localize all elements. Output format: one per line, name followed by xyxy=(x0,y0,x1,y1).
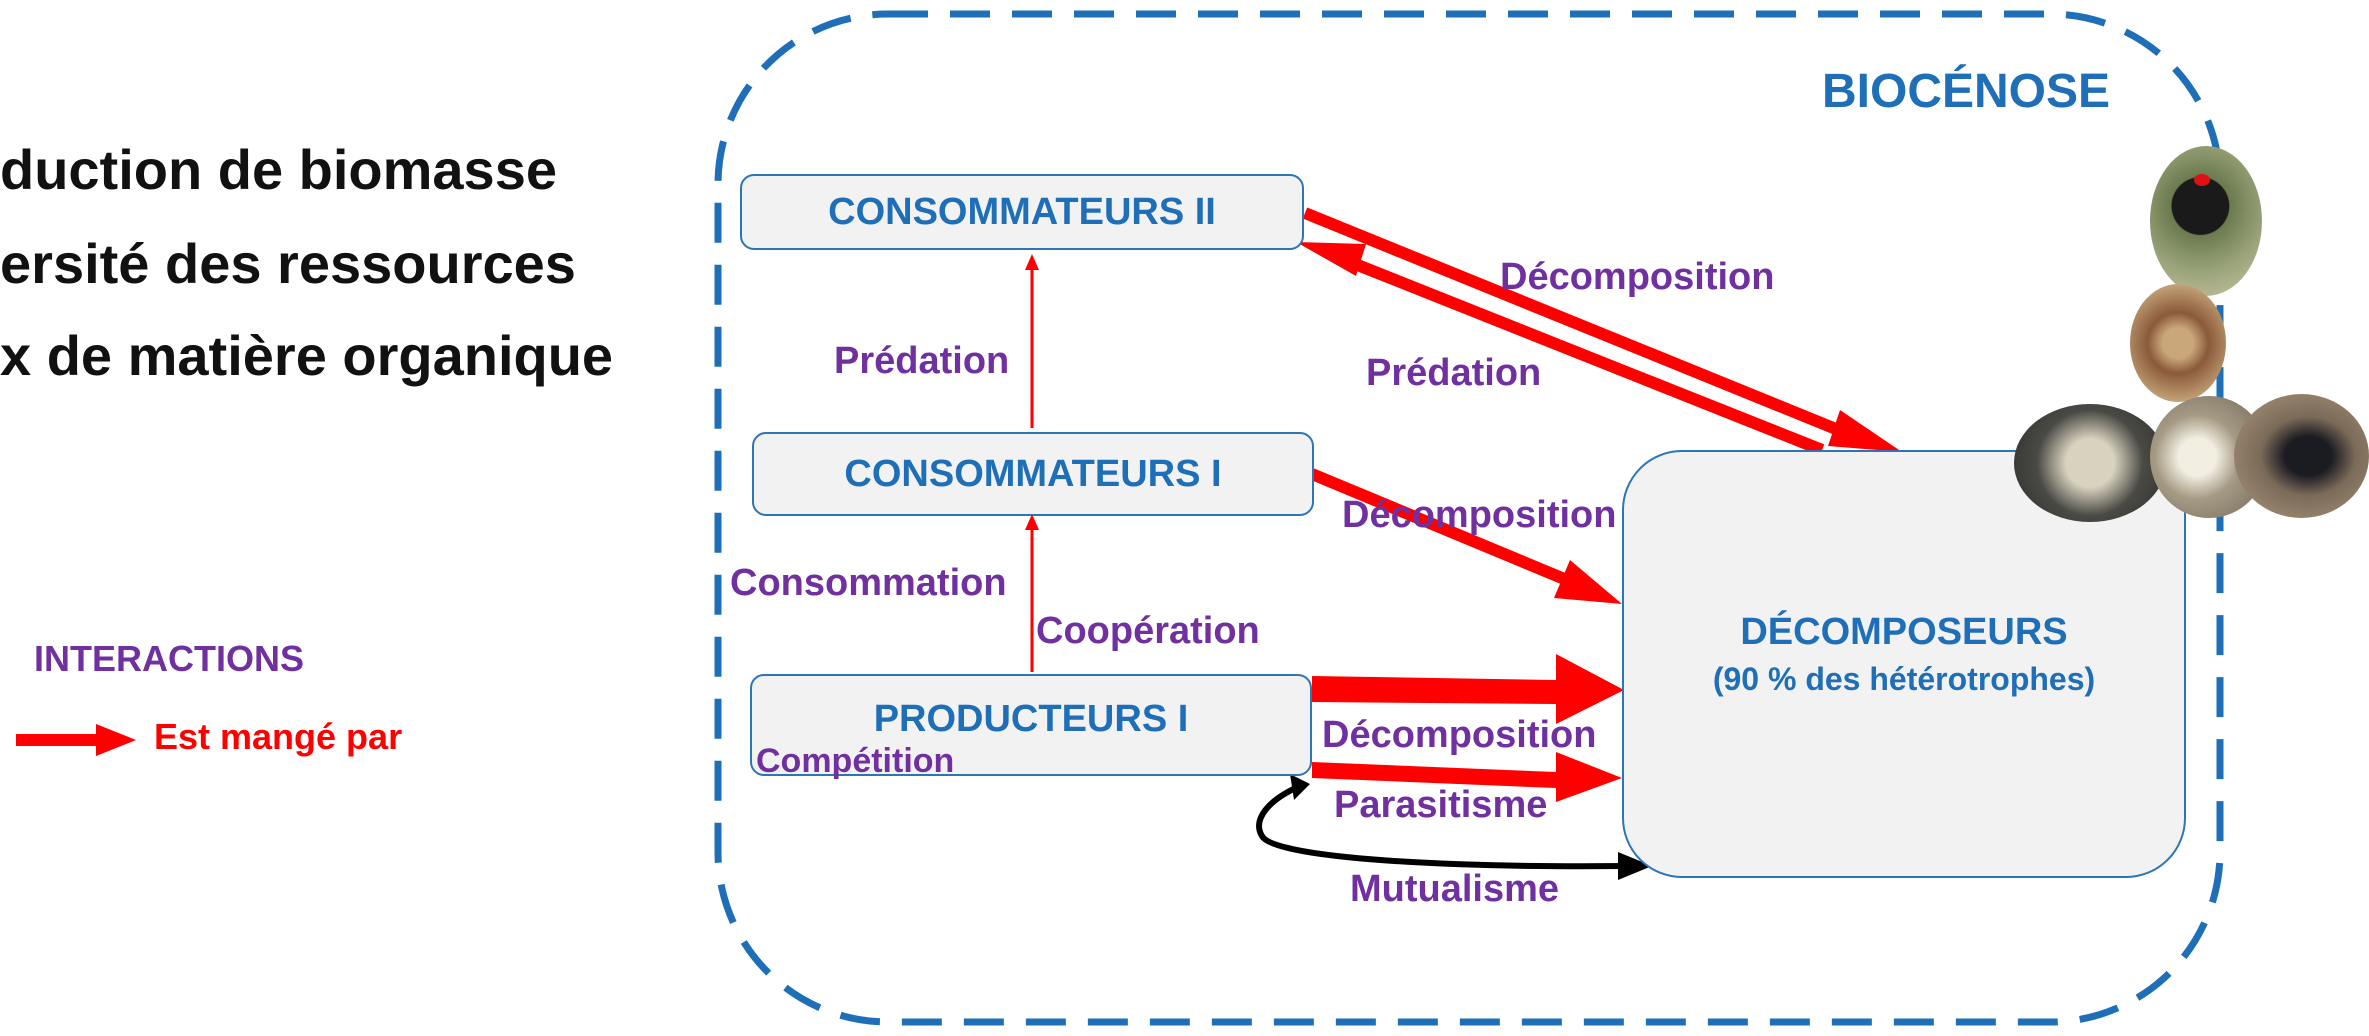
consommateurs-1-label: CONSOMMATEURS I xyxy=(844,453,1222,495)
legend-title: INTERACTIONS xyxy=(34,638,304,679)
fungus-photo xyxy=(2014,404,2166,522)
beetle-photo xyxy=(2234,394,2369,518)
decomposeurs-title: DÉCOMPOSEURS xyxy=(1740,611,2068,653)
consommateurs-2-label: CONSOMMATEURS II xyxy=(828,191,1216,233)
legend-arrow-label: Est mangé par xyxy=(154,716,403,757)
arrow-consommateurs-2-to-decomposeurs xyxy=(1302,207,1902,452)
decomposeurs-subtitle: (90 % des hétérotrophes) xyxy=(1712,661,2096,697)
woodpecker-photo xyxy=(2150,146,2262,296)
label-predation-left: Prédation xyxy=(834,340,1010,382)
left-text-line-3: x de matière organique xyxy=(0,324,614,387)
label-mutualisme: Mutualisme xyxy=(1350,868,1560,910)
left-text-line-2: ersité des ressources xyxy=(0,232,576,295)
label-decomposition-low: Décomposition xyxy=(1322,714,1597,756)
label-predation-right: Prédation xyxy=(1366,352,1542,394)
arrow-consommateurs-1-to-consommateurs-2 xyxy=(1025,254,1039,428)
consommateurs-2-box: CONSOMMATEURS II xyxy=(740,174,1304,250)
label-competition: Compétition xyxy=(756,742,955,780)
larva-photo xyxy=(2130,284,2226,402)
biocenose-title: BIOCÉNOSE xyxy=(1822,65,2111,118)
legend-arrow-icon xyxy=(16,724,136,756)
label-decomposition-top: Décomposition xyxy=(1500,256,1775,298)
producteurs-1-box: PRODUCTEURS I xyxy=(750,674,1312,776)
label-consommation: Consommation xyxy=(730,562,1007,604)
arrow-consommateurs-1-to-decomposeurs xyxy=(1309,468,1622,604)
left-text-line-1: duction de biomasse xyxy=(0,138,557,201)
biocenose-border xyxy=(714,10,2224,1026)
decomposeurs-box: DÉCOMPOSEURS (90 % des hétérotrophes) xyxy=(1622,450,2186,878)
producteurs-1-label: PRODUCTEURS I xyxy=(873,698,1189,740)
label-decomposition-mid: Décomposition xyxy=(1342,494,1617,536)
mutualisme-arrow xyxy=(1256,774,1652,880)
arrow-decomposeurs-to-consommateurs-2 xyxy=(1296,242,1825,456)
arrow-producteurs-to-consommateurs-1 xyxy=(1025,514,1039,672)
label-parasitisme: Parasitisme xyxy=(1334,784,1548,826)
arrow-producteurs-to-decomposeurs-thick xyxy=(1312,654,1624,724)
consommateurs-1-box: CONSOMMATEURS I xyxy=(752,432,1314,516)
arrow-producteurs-to-decomposeurs-thin xyxy=(1312,752,1622,802)
label-cooperation: Coopération xyxy=(1036,610,1260,652)
